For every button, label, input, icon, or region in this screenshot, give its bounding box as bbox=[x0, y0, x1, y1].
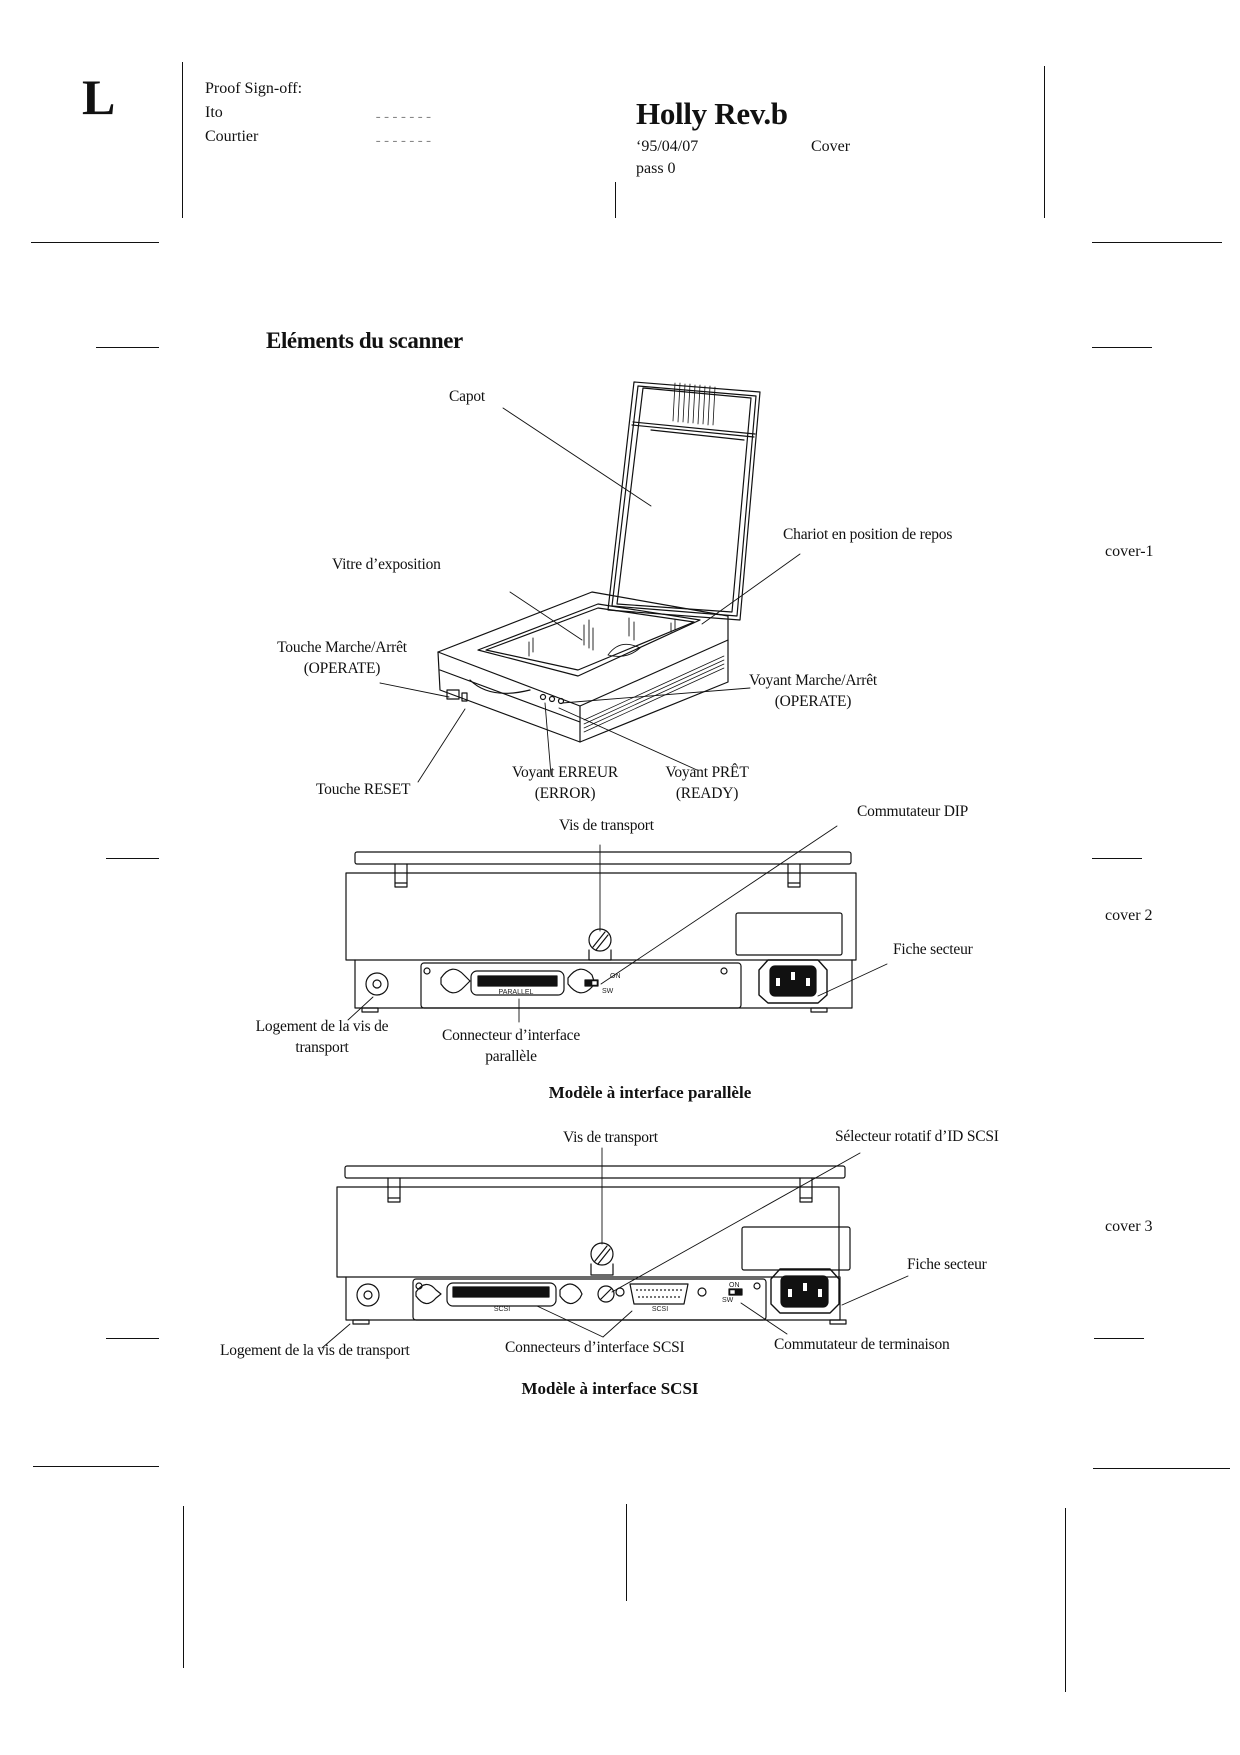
crop-mark-vertical bbox=[1065, 1508, 1066, 1692]
label-connecteur-parallele: Connecteur d’interface parallèle bbox=[431, 1025, 591, 1067]
label-voyant-pret-line2: (READY) bbox=[675, 785, 739, 802]
scsi-model-rear-illustration bbox=[321, 1147, 909, 1349]
label-connecteur-parallele-line2: parallèle bbox=[485, 1048, 537, 1065]
label-touche-marche-line2: (OPERATE) bbox=[303, 660, 381, 677]
page-side-letter: L bbox=[82, 69, 116, 125]
scanner-base bbox=[437, 591, 729, 743]
doc-title: Holly Rev.b bbox=[636, 96, 788, 131]
crop-mark-horizontal bbox=[1092, 242, 1222, 243]
scanner-lid bbox=[607, 381, 761, 621]
label-selecteur-scsi: Sélecteur rotatif d’ID SCSI bbox=[835, 1128, 999, 1145]
proof-signoff-label: Proof Sign-off: bbox=[205, 80, 303, 97]
scanner-top-view-illustration bbox=[379, 381, 801, 783]
label-connecteurs-scsi: Connecteurs d’interface SCSI bbox=[505, 1339, 685, 1356]
crop-mark-horizontal bbox=[1092, 858, 1142, 859]
crop-mark-horizontal bbox=[106, 858, 159, 859]
label-commutateur-dip: Commutateur DIP bbox=[857, 803, 969, 820]
label-voyant-marche-line2: (OPERATE) bbox=[774, 693, 852, 710]
crop-mark-vertical bbox=[615, 182, 616, 218]
crop-mark-horizontal bbox=[33, 1466, 159, 1467]
scsi-port-label-1: SCSI bbox=[494, 1306, 510, 1313]
doc-section: Cover bbox=[811, 138, 851, 155]
transport-screw bbox=[588, 928, 612, 961]
label-capot: Capot bbox=[449, 388, 486, 405]
label-connecteur-parallele-line1: Connecteur d’interface bbox=[441, 1027, 581, 1044]
label-parallel-logement: Logement de la vis de transport bbox=[245, 1016, 399, 1058]
label-voyant-marche-line1: Voyant Marche/Arrêt bbox=[748, 672, 878, 689]
doc-pass: pass 0 bbox=[636, 160, 676, 177]
signoff-name-ito: Ito bbox=[205, 104, 223, 121]
term-sw-label: SW bbox=[722, 1297, 734, 1304]
crop-mark-horizontal bbox=[96, 347, 159, 348]
label-voyant-marche: Voyant Marche/Arrêt (OPERATE) bbox=[738, 670, 888, 712]
label-voyant-erreur-line1: Voyant ERREUR bbox=[511, 764, 619, 781]
crop-mark-vertical bbox=[183, 1506, 184, 1668]
label-voyant-pret: Voyant PRÊT (READY) bbox=[655, 762, 759, 804]
scsi-leader-lines bbox=[321, 1147, 909, 1349]
doc-date: ‘95/04/07 bbox=[636, 138, 699, 155]
label-parallel-logement-line2: transport bbox=[295, 1039, 349, 1056]
caption-parallel-model: Modèle à interface parallèle bbox=[548, 1083, 752, 1102]
parallel-leader-lines bbox=[347, 825, 888, 1023]
crop-mark-horizontal bbox=[1092, 347, 1152, 348]
dip-sw-label: SW bbox=[602, 988, 614, 995]
label-scsi-fiche-secteur: Fiche secteur bbox=[907, 1256, 987, 1273]
transport-screw bbox=[590, 1242, 614, 1276]
margin-label-cover-1: cover-1 bbox=[1105, 543, 1154, 560]
label-voyant-pret-line1: Voyant PRÊT bbox=[665, 764, 749, 781]
label-commutateur-terminaison: Commutateur de terminaison bbox=[774, 1336, 950, 1353]
crop-mark-vertical bbox=[1044, 66, 1045, 218]
label-parallel-fiche-secteur: Fiche secteur bbox=[893, 941, 973, 958]
scsi-port-label-2: SCSI bbox=[652, 1306, 668, 1313]
label-parallel-logement-line1: Logement de la vis de bbox=[255, 1018, 389, 1035]
label-touche-marche: Touche Marche/Arrêt (OPERATE) bbox=[266, 637, 418, 679]
crop-mark-horizontal bbox=[106, 1338, 159, 1339]
crop-mark-horizontal bbox=[1094, 1338, 1144, 1339]
caption-scsi-model: Modèle à interface SCSI bbox=[521, 1379, 699, 1398]
label-parallel-vis-transport: Vis de transport bbox=[559, 817, 654, 834]
crop-mark-vertical bbox=[182, 62, 183, 218]
margin-label-cover-2: cover 2 bbox=[1105, 907, 1153, 924]
label-voyant-erreur: Voyant ERREUR (ERROR) bbox=[500, 762, 630, 804]
crop-mark-horizontal bbox=[1093, 1468, 1230, 1469]
label-touche-reset: Touche RESET bbox=[316, 781, 411, 798]
parallel-model-rear-illustration bbox=[345, 825, 888, 1023]
crop-mark-vertical bbox=[626, 1504, 627, 1601]
label-scsi-vis-transport: Vis de transport bbox=[563, 1129, 658, 1146]
term-on-label: ON bbox=[729, 1282, 740, 1289]
dip-on-label: ON bbox=[610, 973, 621, 980]
signoff-blank-ito: ------- bbox=[374, 110, 433, 126]
label-vitre: Vitre d’exposition bbox=[332, 556, 441, 573]
label-voyant-erreur-line2: (ERROR) bbox=[534, 785, 596, 802]
parallel-port-label: PARALLEL bbox=[499, 989, 534, 996]
signoff-name-courtier: Courtier bbox=[205, 128, 259, 145]
top-view-leader-lines bbox=[379, 407, 801, 783]
label-chariot: Chariot en position de repos bbox=[783, 526, 953, 543]
label-touche-marche-line1: Touche Marche/Arrêt bbox=[277, 639, 407, 656]
signoff-blank-courtier: ------- bbox=[374, 134, 433, 150]
margin-label-cover-3: cover 3 bbox=[1105, 1218, 1153, 1235]
crop-mark-horizontal bbox=[31, 242, 159, 243]
section-title: Eléments du scanner bbox=[266, 328, 463, 353]
label-scsi-logement: Logement de la vis de transport bbox=[220, 1342, 410, 1359]
